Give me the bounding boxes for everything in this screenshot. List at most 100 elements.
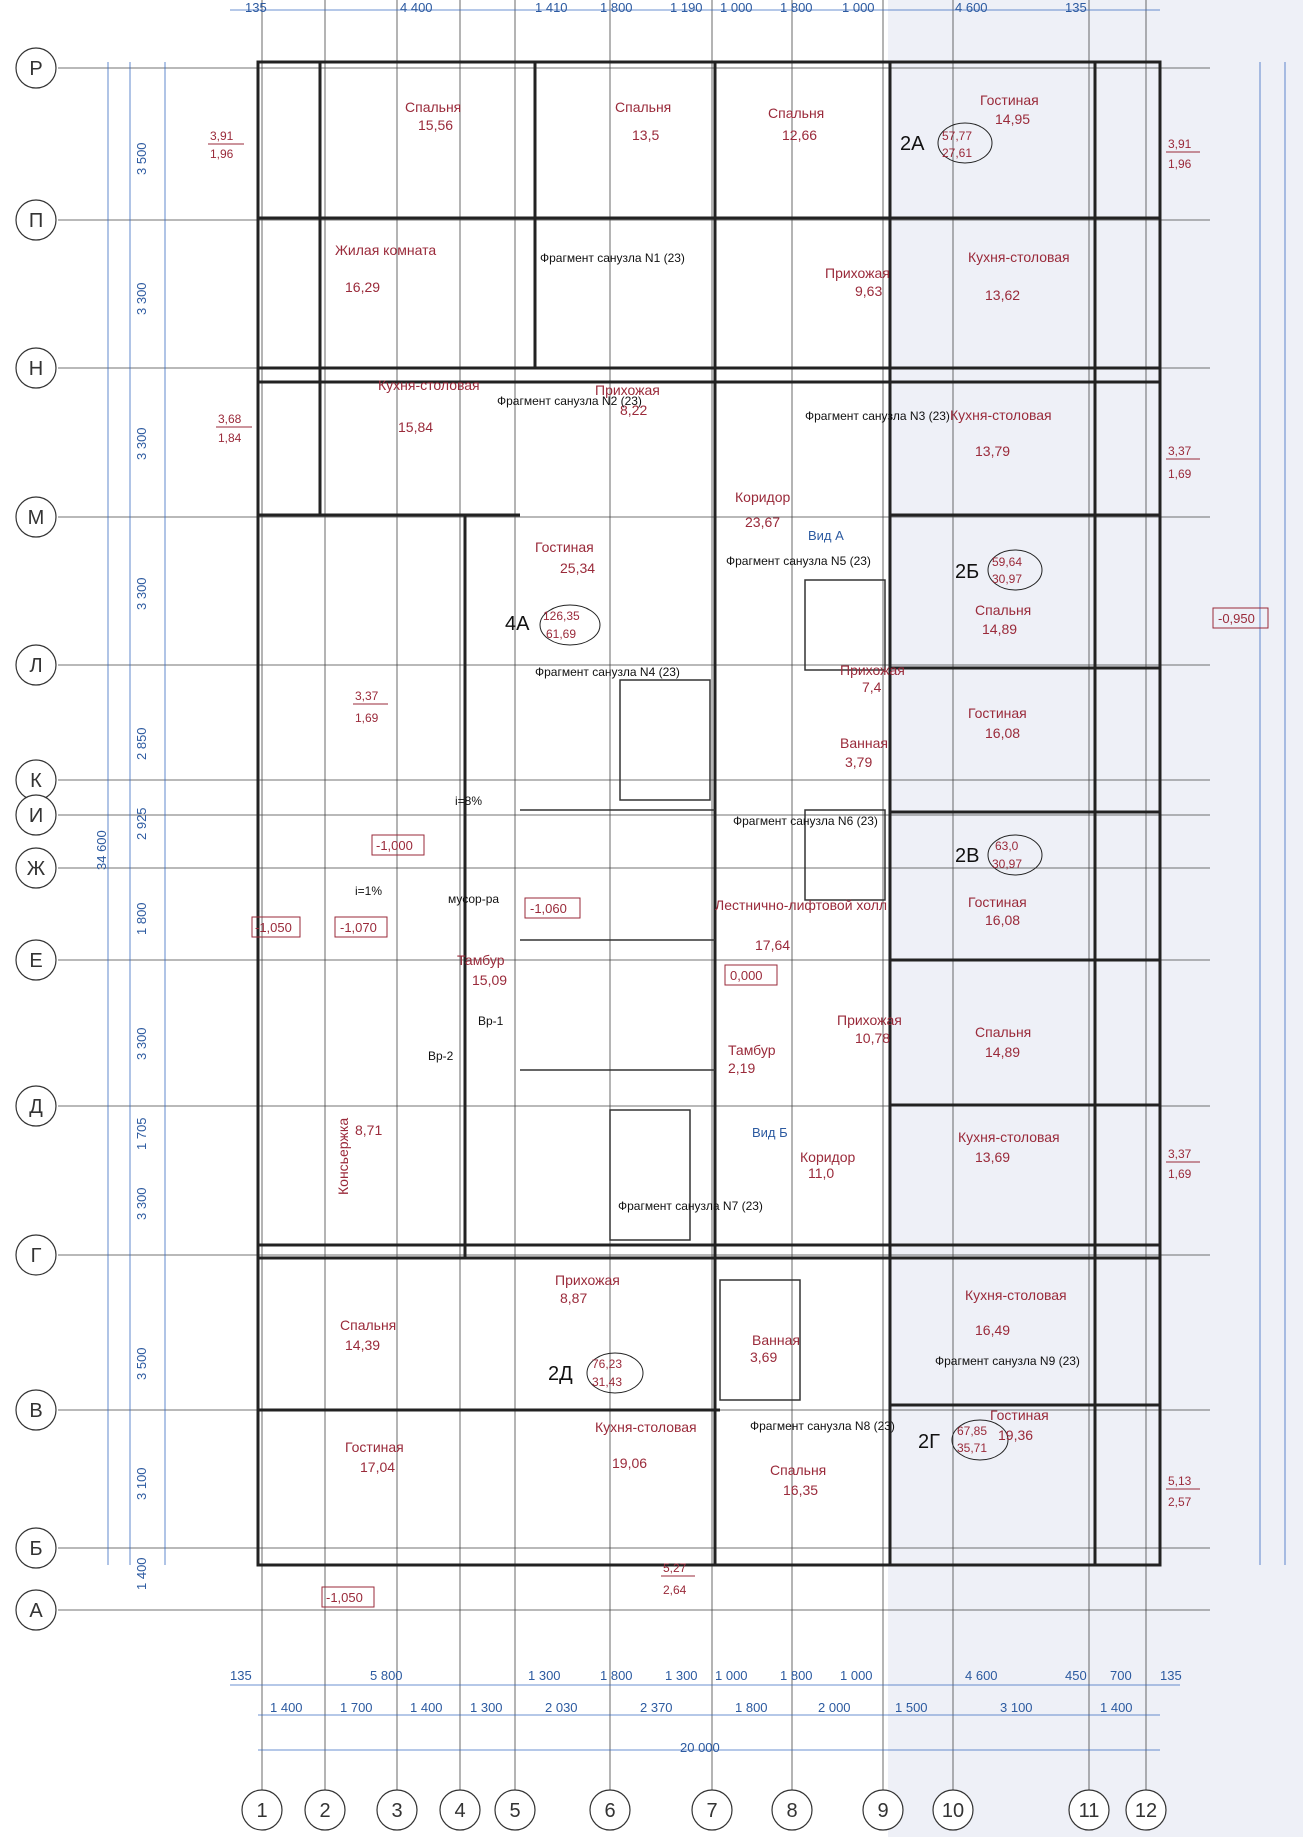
row-axis-label: Л — [29, 655, 42, 677]
dim-left-8: 1 705 — [134, 1117, 149, 1150]
dim-left-1: 3 300 — [134, 282, 149, 315]
balcony-living: 1,96 — [210, 147, 234, 161]
apartment-2b: 2Б 59,64 30,97 — [955, 549, 1043, 591]
column-axis-label: 2 — [319, 1800, 330, 1822]
dim-bot1-9: 450 — [1065, 1668, 1087, 1683]
left-dimensions: 34 600 3 500 3 300 3 300 3 300 2 850 2 9… — [94, 142, 149, 1590]
row-axis-label: Д — [29, 1096, 43, 1118]
row-axis-label: В — [29, 1400, 42, 1422]
column-axis-label: 8 — [786, 1800, 797, 1822]
apartment-2g: 2Г 67,85 35,71 — [918, 1419, 1009, 1461]
svg-text:13,5: 13,5 — [632, 127, 659, 143]
fragment-note: Фрагмент санузла N8 (23) — [750, 1419, 895, 1433]
room: Гостиная 19,36 — [990, 1407, 1049, 1443]
apartment-4a: 4А 126,35 61,69 — [505, 604, 601, 646]
apartment-total: 57,77 — [942, 129, 972, 143]
svg-text:16,29: 16,29 — [345, 279, 380, 295]
svg-text:14,89: 14,89 — [982, 621, 1017, 637]
balcony-total: 3,37 — [1168, 1147, 1192, 1161]
row-axis-label: Е — [29, 950, 42, 972]
dim-bot1-11: 135 — [1160, 1668, 1182, 1683]
bathroom-fragment-labels: Фрагмент санузла N1 (23) Фрагмент санузл… — [497, 251, 1080, 1433]
fragment-note: Фрагмент санузла N3 (23) — [805, 409, 950, 423]
apartment-living: 30,97 — [992, 572, 1022, 586]
dim-left-3: 3 300 — [134, 577, 149, 610]
level-mark: -1,050 — [255, 920, 292, 935]
row-axis-label: А — [29, 1600, 43, 1622]
svg-text:15,09: 15,09 — [472, 972, 507, 988]
balcony-living: 1,69 — [1168, 467, 1192, 481]
balcony-total: 5,13 — [1168, 1474, 1192, 1488]
svg-text:25,34: 25,34 — [560, 560, 595, 576]
column-axis-bubble — [376, 1789, 418, 1831]
svg-text:Коридор: Коридор — [800, 1149, 856, 1165]
dimension-lines — [107, 9, 1286, 1751]
dim-top-2: 1 410 — [535, 0, 568, 15]
level-mark: 0,000 — [730, 968, 763, 983]
column-axis-bubble — [1068, 1789, 1110, 1831]
fragment-note: Фрагмент санузла N5 (23) — [726, 554, 871, 568]
dim-bot1-10: 700 — [1110, 1668, 1132, 1683]
dim-top-8: 4 600 — [955, 0, 988, 15]
row-axis-label: П — [29, 210, 43, 232]
dim-bot1-7: 1 000 — [840, 1668, 873, 1683]
column-axis-label: 4 — [454, 1800, 465, 1822]
dim-left-11: 3 100 — [134, 1467, 149, 1500]
row-axis-bubble — [15, 496, 57, 538]
balcony-living: 2,64 — [663, 1583, 687, 1597]
dim-left-12: 1 400 — [134, 1557, 149, 1590]
apartment-total: 67,85 — [957, 1424, 987, 1438]
svg-text:Кухня-столовая: Кухня-столовая — [958, 1129, 1060, 1145]
svg-text:Ванная: Ванная — [840, 735, 888, 751]
level-marks: -1,050 -1,070 -1,060 0,000 -0,950 -1,000… — [251, 607, 1269, 1608]
dim-top-0: 135 — [245, 0, 267, 15]
balcony-total: 3,91 — [210, 129, 234, 143]
svg-text:Прихожая: Прихожая — [825, 265, 890, 281]
svg-text:Гостиная: Гостиная — [990, 1407, 1049, 1423]
svg-text:Спальня: Спальня — [975, 602, 1031, 618]
svg-text:11,0: 11,0 — [808, 1165, 834, 1181]
slope-label: i=8% — [455, 794, 482, 808]
svg-text:13,79: 13,79 — [975, 443, 1010, 459]
row-axis-label: Н — [29, 358, 43, 380]
column-axis-label: 7 — [706, 1800, 717, 1822]
svg-text:Кухня-столовая: Кухня-столовая — [595, 1419, 697, 1435]
fragment-note: Фрагмент санузла N9 (23) — [935, 1354, 1080, 1368]
level-mark: -1,000 — [376, 838, 413, 853]
svg-text:Коридор: Коридор — [735, 489, 791, 505]
column-grid — [261, 0, 1147, 1800]
row-axis-bubble — [15, 1527, 57, 1569]
svg-text:Лестнично-лифтовой холл: Лестнично-лифтовой холл — [715, 897, 887, 913]
dim-total-width: 20 000 — [680, 1740, 720, 1755]
dim-bot2-10: 1 400 — [1100, 1700, 1133, 1715]
column-axis-bubble — [439, 1789, 481, 1831]
svg-text:Тамбур: Тамбур — [457, 952, 505, 968]
svg-text:19,36: 19,36 — [998, 1427, 1033, 1443]
column-axis-label: 5 — [509, 1800, 520, 1822]
svg-text:Гостиная: Гостиная — [980, 92, 1039, 108]
dim-top-9: 135 — [1065, 0, 1087, 15]
balcony-living: 2,57 — [1168, 1495, 1192, 1509]
column-axis-bubble — [241, 1789, 283, 1831]
slope-label: i=1% — [355, 884, 382, 898]
column-axis-bubble — [494, 1789, 536, 1831]
row-axis-bubble — [15, 1389, 57, 1431]
fragment-note: Фрагмент санузла N6 (23) — [733, 814, 878, 828]
column-axis-bubble — [1125, 1789, 1167, 1831]
dim-bot2-0: 1 400 — [270, 1700, 303, 1715]
svg-text:14,95: 14,95 — [995, 111, 1030, 127]
svg-text:3,79: 3,79 — [845, 754, 872, 770]
svg-text:23,67: 23,67 — [745, 514, 780, 530]
